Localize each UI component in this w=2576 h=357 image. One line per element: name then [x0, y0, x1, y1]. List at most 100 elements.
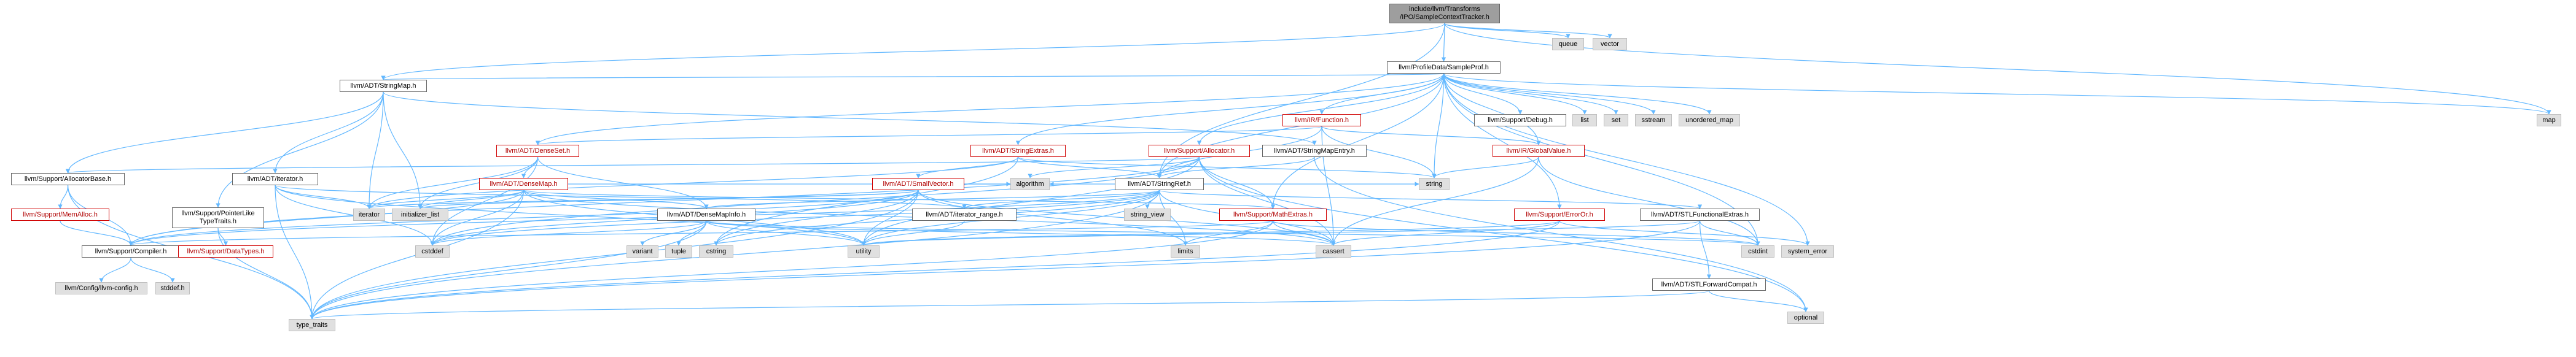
node-sampleprof-h[interactable]: llvm/ProfileData/SampleProf.h	[1387, 61, 1501, 74]
node-densemapinfo-h[interactable]: llvm/ADT/DenseMapInfo.h	[657, 209, 755, 221]
node-optional[interactable]: optional	[1787, 312, 1824, 324]
node-cassert[interactable]: cassert	[1316, 245, 1351, 258]
edge-supportallocator-to-mathextras	[1198, 156, 1276, 209]
node-memalloc-h[interactable]: llvm/Support/MemAlloc.h	[11, 209, 109, 221]
node-algorithm[interactable]: algorithm	[1010, 178, 1050, 190]
edge-stringref-to-string_view	[1145, 190, 1160, 209]
node-densemap-h[interactable]: llvm/ADT/DenseMap.h	[479, 178, 568, 190]
node-stlforwardcompat-h[interactable]: llvm/ADT/STLForwardCompat.h	[1652, 278, 1766, 291]
node-stringref-h[interactable]: llvm/ADT/StringRef.h	[1115, 178, 1204, 190]
node-ir-globalvalue-h[interactable]: llvm/IR/GlobalValue.h	[1493, 145, 1585, 157]
edge-stringextras-to-stringref	[1017, 156, 1162, 178]
node-ir-function-h[interactable]: llvm/IR/Function.h	[1282, 114, 1361, 126]
node-iterator-range-h[interactable]: llvm/ADT/iterator_range.h	[912, 209, 1017, 221]
edge-errororh-to-utility	[861, 220, 1560, 246]
edge-stringextras-to-cstring	[714, 156, 1019, 246]
edge-denseset-to-cstddef	[430, 156, 539, 246]
edge-stringref-to-stlfunctional	[1158, 190, 1702, 209]
node-support-debug-h[interactable]: llvm/Support/Debug.h	[1474, 114, 1566, 126]
edge-sampleprof-to-irfunction	[1319, 73, 1445, 115]
edge-stringmap-to-initializer_list	[383, 91, 423, 209]
node-stringextras-h[interactable]: llvm/ADT/StringExtras.h	[970, 145, 1066, 157]
edge-mathextras-to-cstdint	[1272, 220, 1760, 246]
node-limits[interactable]: limits	[1171, 245, 1200, 258]
node-allocatorbase-h[interactable]: llvm/Support/AllocatorBase.h	[11, 173, 125, 185]
node-string-view[interactable]: string_view	[1124, 209, 1171, 221]
edge-compiler-to-llvmconfig	[99, 257, 131, 283]
node-stringmap-h[interactable]: llvm/ADT/StringMap.h	[340, 80, 427, 92]
node-tuple[interactable]: tuple	[665, 245, 692, 258]
edge-smallvector-to-utility	[861, 190, 919, 246]
edge-stlfunctional-to-type_traits	[310, 220, 1701, 320]
edge-stlfunctional-to-cstdint	[1699, 220, 1760, 246]
node-support-allocator-h[interactable]: llvm/Support/Allocator.h	[1149, 145, 1250, 157]
edge-errororh-to-cassert	[1331, 220, 1560, 246]
node-variant[interactable]: variant	[626, 245, 658, 258]
edge-densemap-to-mathextras	[523, 190, 1275, 209]
node-datatypes-h[interactable]: llvm/Support/DataTypes.h	[178, 245, 273, 258]
node-initializer-list[interactable]: initializer_list	[392, 209, 448, 221]
edge-mathextras-to-cassert	[1272, 220, 1336, 246]
edge-sampleprof-to-stringextras	[1015, 73, 1445, 145]
edge-stringref-to-densemapinfo	[704, 190, 1160, 209]
node-smallvector-h[interactable]: llvm/ADT/SmallVector.h	[872, 178, 964, 190]
node-errorор-h[interactable]: llvm/Support/ErrorOr.h	[1514, 209, 1605, 221]
edge-densemapinfo-to-cstddef	[430, 220, 707, 246]
edge-sampleprof-to-map	[1443, 73, 2551, 115]
edge-errororh-to-system_error	[1559, 220, 1810, 246]
edge-globalvalue-to-string	[1432, 156, 1539, 178]
node-list[interactable]: list	[1572, 114, 1597, 126]
edge-densemapinfo-to-variant	[640, 220, 707, 246]
node-system-error[interactable]: system_error	[1781, 245, 1834, 258]
node-unordered-map[interactable]: unordered_map	[1679, 114, 1740, 126]
node-iterator[interactable]: iterator	[353, 209, 385, 221]
node-stlfunctionalextras-h[interactable]: llvm/ADT/STLFunctionalExtras.h	[1640, 209, 1760, 221]
node-pointerliketypetraits-h[interactable]: llvm/Support/PointerLike TypeTraits.h	[172, 207, 264, 228]
node-compiler-h[interactable]: llvm/Support/Compiler.h	[82, 245, 180, 258]
node-utility[interactable]: utility	[848, 245, 880, 258]
edge-sampleprof-to-mathextras	[1270, 73, 1445, 209]
node-cstdint[interactable]: cstdint	[1741, 245, 1774, 258]
edge-sampleprof-to-globalvalue	[1443, 73, 1541, 145]
edge-sampleprof-to-sstream	[1443, 73, 1656, 115]
node-cstring[interactable]: cstring	[699, 245, 733, 258]
edge-mathextras-to-type_traits	[310, 220, 1274, 320]
edge-supportallocator-to-compiler	[128, 156, 1200, 246]
edge-iteratorh-to-iterator	[275, 185, 372, 209]
node-cstddef[interactable]: cstddef	[415, 245, 450, 258]
edge-stringmap-to-allocatorbase	[65, 91, 384, 174]
edge-root-to-vector	[1444, 23, 1612, 39]
edge-pointerlike-to-datatypes	[217, 228, 228, 246]
node-vector[interactable]: vector	[1593, 38, 1627, 50]
edge-densemapinfo-to-tuple	[676, 220, 707, 246]
node-type-traits[interactable]: type_traits	[289, 319, 335, 331]
edge-pointerlike-to-type_traits	[217, 228, 314, 320]
edge-densemapinfo-to-type_traits	[310, 220, 707, 320]
node-map[interactable]: map	[2537, 114, 2561, 126]
node-denseset-h[interactable]: llvm/ADT/DenseSet.h	[496, 145, 579, 157]
edge-densemapinfo-to-cstdint	[706, 220, 1760, 246]
edge-irfunction-to-globalvalue	[1321, 126, 1541, 145]
edge-sampleprof-to-denseset	[536, 73, 1445, 145]
node-adt-iterator-h[interactable]: llvm/ADT/iterator.h	[232, 173, 318, 185]
edge-stringref-to-cstddef	[430, 190, 1160, 246]
node-llvm-config-h[interactable]: llvm/Config/llvm-config.h	[55, 282, 147, 294]
node-mathextras-h[interactable]: llvm/Support/MathExtras.h	[1219, 209, 1327, 221]
edge-stringmap-to-pointerlike	[216, 91, 384, 208]
node-sstream[interactable]: sstream	[1635, 114, 1672, 126]
node-set[interactable]: set	[1604, 114, 1628, 126]
node-stddef-h[interactable]: stddef.h	[155, 282, 190, 294]
edge-sampleprof-to-stringmap	[382, 73, 1445, 80]
node-queue[interactable]: queue	[1552, 38, 1584, 50]
edge-sampleprof-to-set	[1443, 73, 1618, 115]
node-samplecontexttracker-h[interactable]: include/llvm/Transforms /IPO/SampleConte…	[1389, 4, 1500, 23]
edge-supportallocator-to-utility	[861, 156, 1200, 246]
edge-stringmap-to-iterator	[367, 91, 384, 209]
edge-stringref-to-iterator_range	[962, 190, 1160, 209]
node-string[interactable]: string	[1419, 178, 1450, 190]
edge-denseset-to-densemap	[521, 156, 539, 178]
edge-root-to-stringmap	[381, 23, 1445, 80]
node-stringmapentry-h[interactable]: llvm/ADT/StringMapEntry.h	[1262, 145, 1367, 157]
edge-densemap-to-iterator	[367, 190, 525, 209]
edge-iteratorh-to-iterator_range	[275, 185, 967, 209]
